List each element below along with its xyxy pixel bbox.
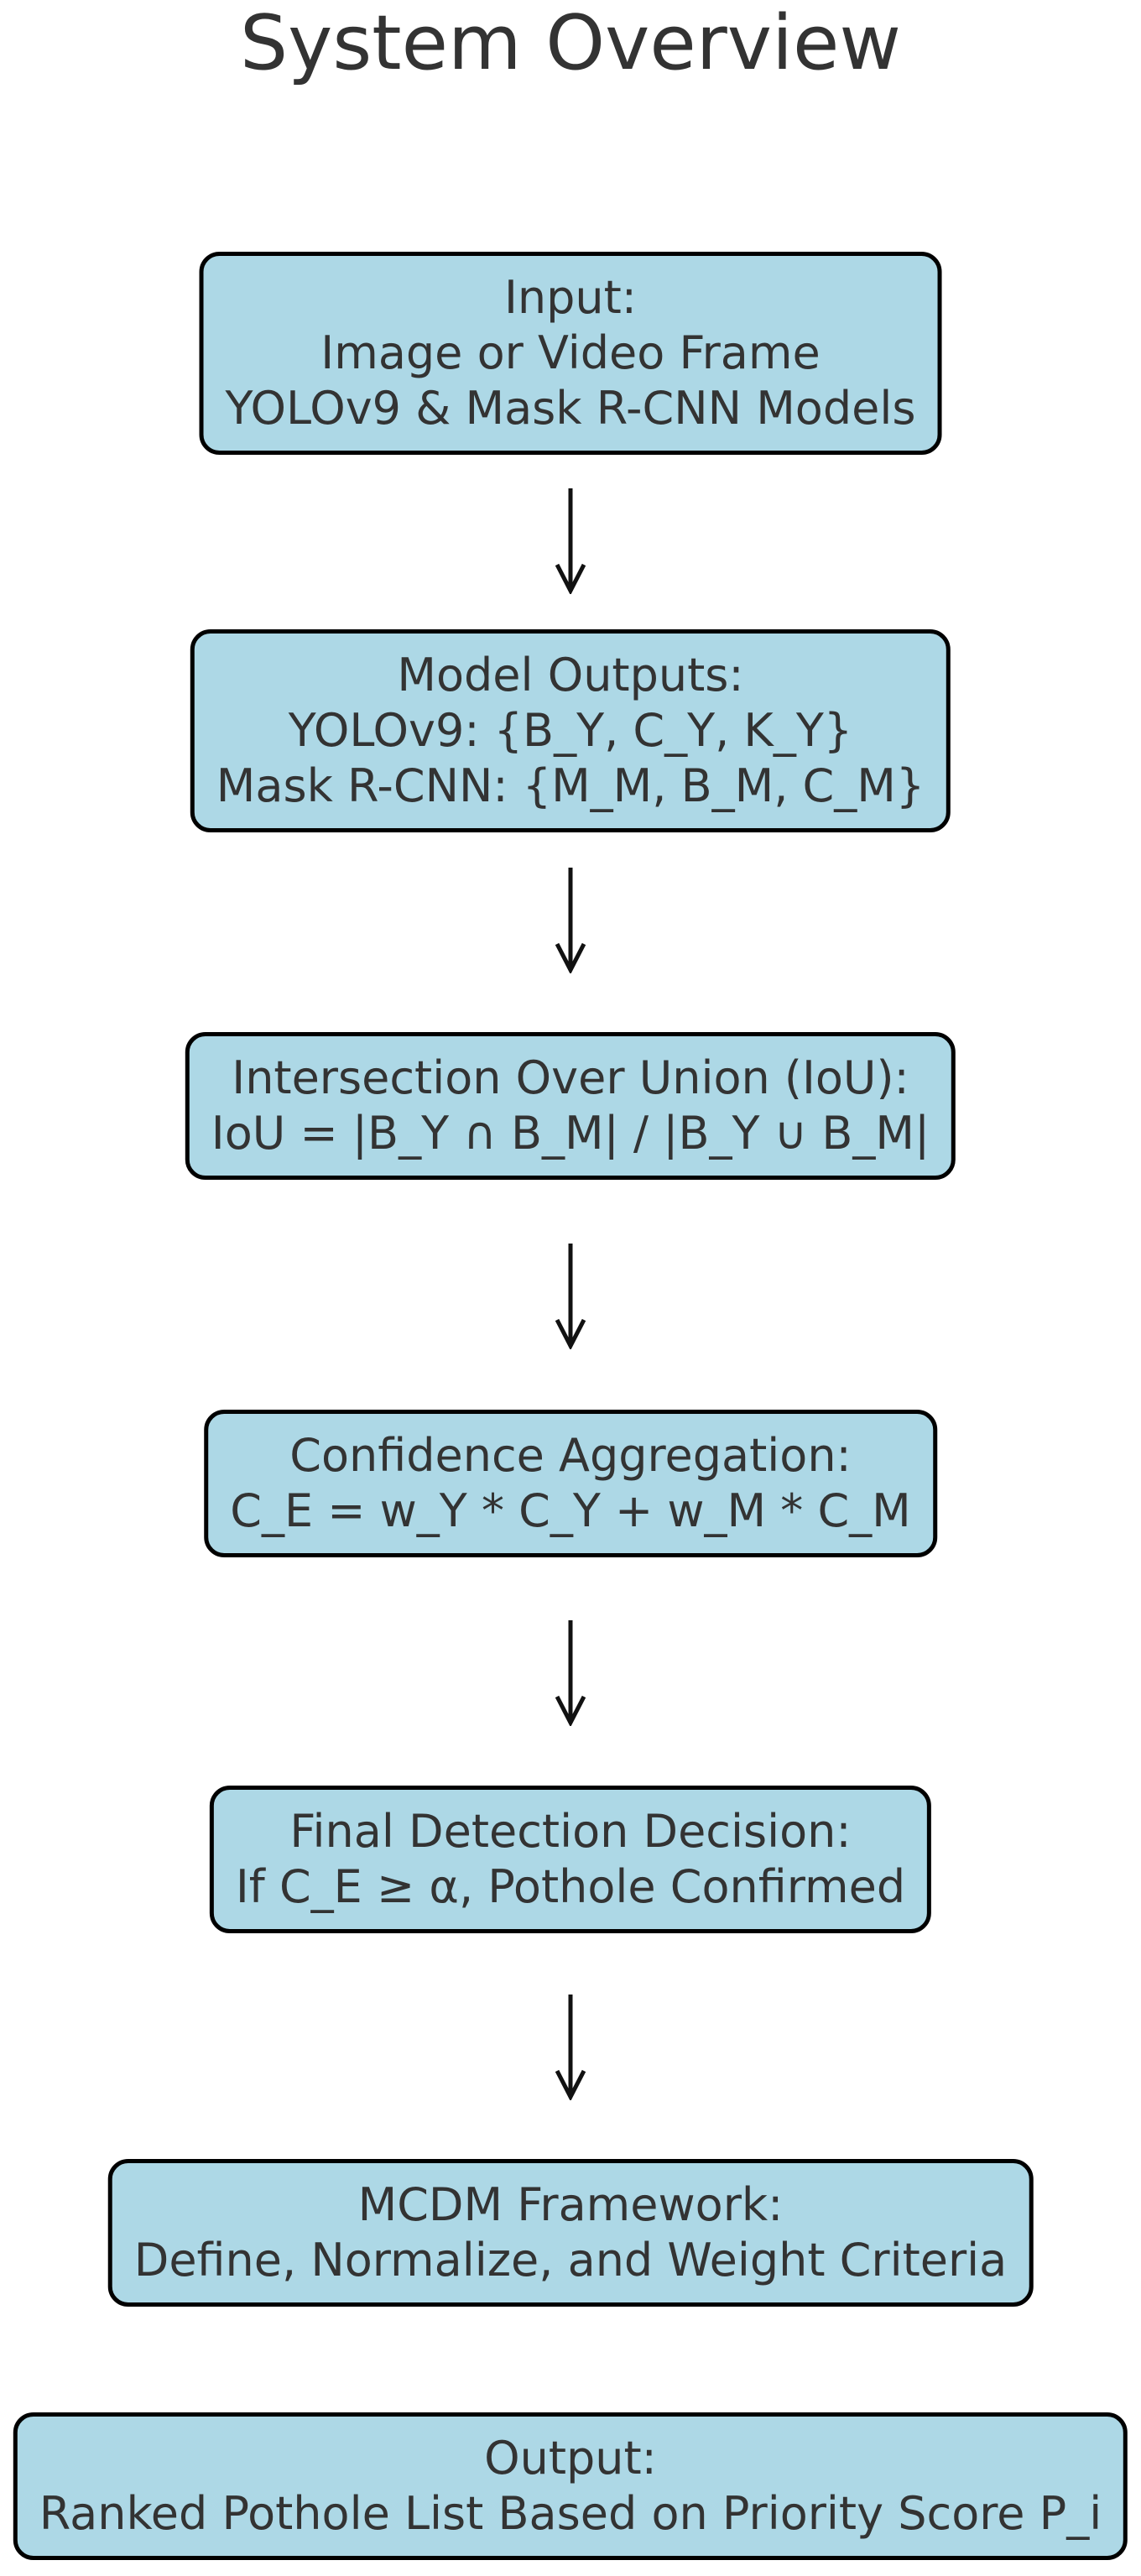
node-line: Output: bbox=[484, 2432, 657, 2485]
down-arrow bbox=[555, 1620, 586, 1726]
node-line: Define, Normalize, and Weight Criteria bbox=[133, 2234, 1008, 2287]
flow-node-final-detection-decision: Final Detection Decision: If C_E ≥ α, Po… bbox=[209, 1786, 932, 1933]
node-line: Mask R-CNN: {M_M, B_M, C_M} bbox=[216, 759, 925, 812]
node-line: YOLOv9 & Mask R-CNN Models bbox=[225, 382, 916, 435]
down-arrow bbox=[555, 868, 586, 973]
flow-node-input: Input: Image or Video Frame YOLOv9 & Mas… bbox=[199, 252, 942, 455]
node-line: MCDM Framework: bbox=[357, 2178, 784, 2231]
node-line: Image or Video Frame bbox=[320, 326, 821, 379]
node-line: IoU = |B_Y ∩ B_M| / |B_Y ∪ B_M| bbox=[211, 1107, 930, 1160]
flow-node-iou: Intersection Over Union (IoU): IoU = |B_… bbox=[185, 1032, 956, 1180]
diagram-title: System Overview bbox=[240, 0, 901, 87]
node-line: If C_E ≥ α, Pothole Confirmed bbox=[235, 1860, 906, 1913]
flow-node-mcdm-framework: MCDM Framework: Define, Normalize, and W… bbox=[107, 2159, 1034, 2307]
flow-node-confidence-aggregation: Confidence Aggregation: C_E = w_Y * C_Y … bbox=[204, 1410, 937, 1557]
down-arrow bbox=[555, 488, 586, 594]
node-line: YOLOv9: {B_Y, C_Y, K_Y} bbox=[288, 704, 853, 757]
node-line: Ranked Pothole List Based on Priority Sc… bbox=[39, 2487, 1102, 2540]
node-line: Intersection Over Union (IoU): bbox=[232, 1051, 909, 1104]
node-line: Final Detection Decision: bbox=[289, 1805, 852, 1858]
down-arrow bbox=[555, 1995, 586, 2100]
node-line: Confidence Aggregation: bbox=[289, 1429, 852, 1482]
node-line: Input: bbox=[503, 271, 638, 324]
flow-node-output: Output: Ranked Pothole List Based on Pri… bbox=[13, 2412, 1128, 2560]
down-arrow bbox=[555, 1244, 586, 1349]
node-line: C_E = w_Y * C_Y + w_M * C_M bbox=[230, 1484, 911, 1537]
flow-node-model-outputs: Model Outputs: YOLOv9: {B_Y, C_Y, K_Y} M… bbox=[190, 629, 951, 832]
node-line: Model Outputs: bbox=[397, 649, 744, 701]
